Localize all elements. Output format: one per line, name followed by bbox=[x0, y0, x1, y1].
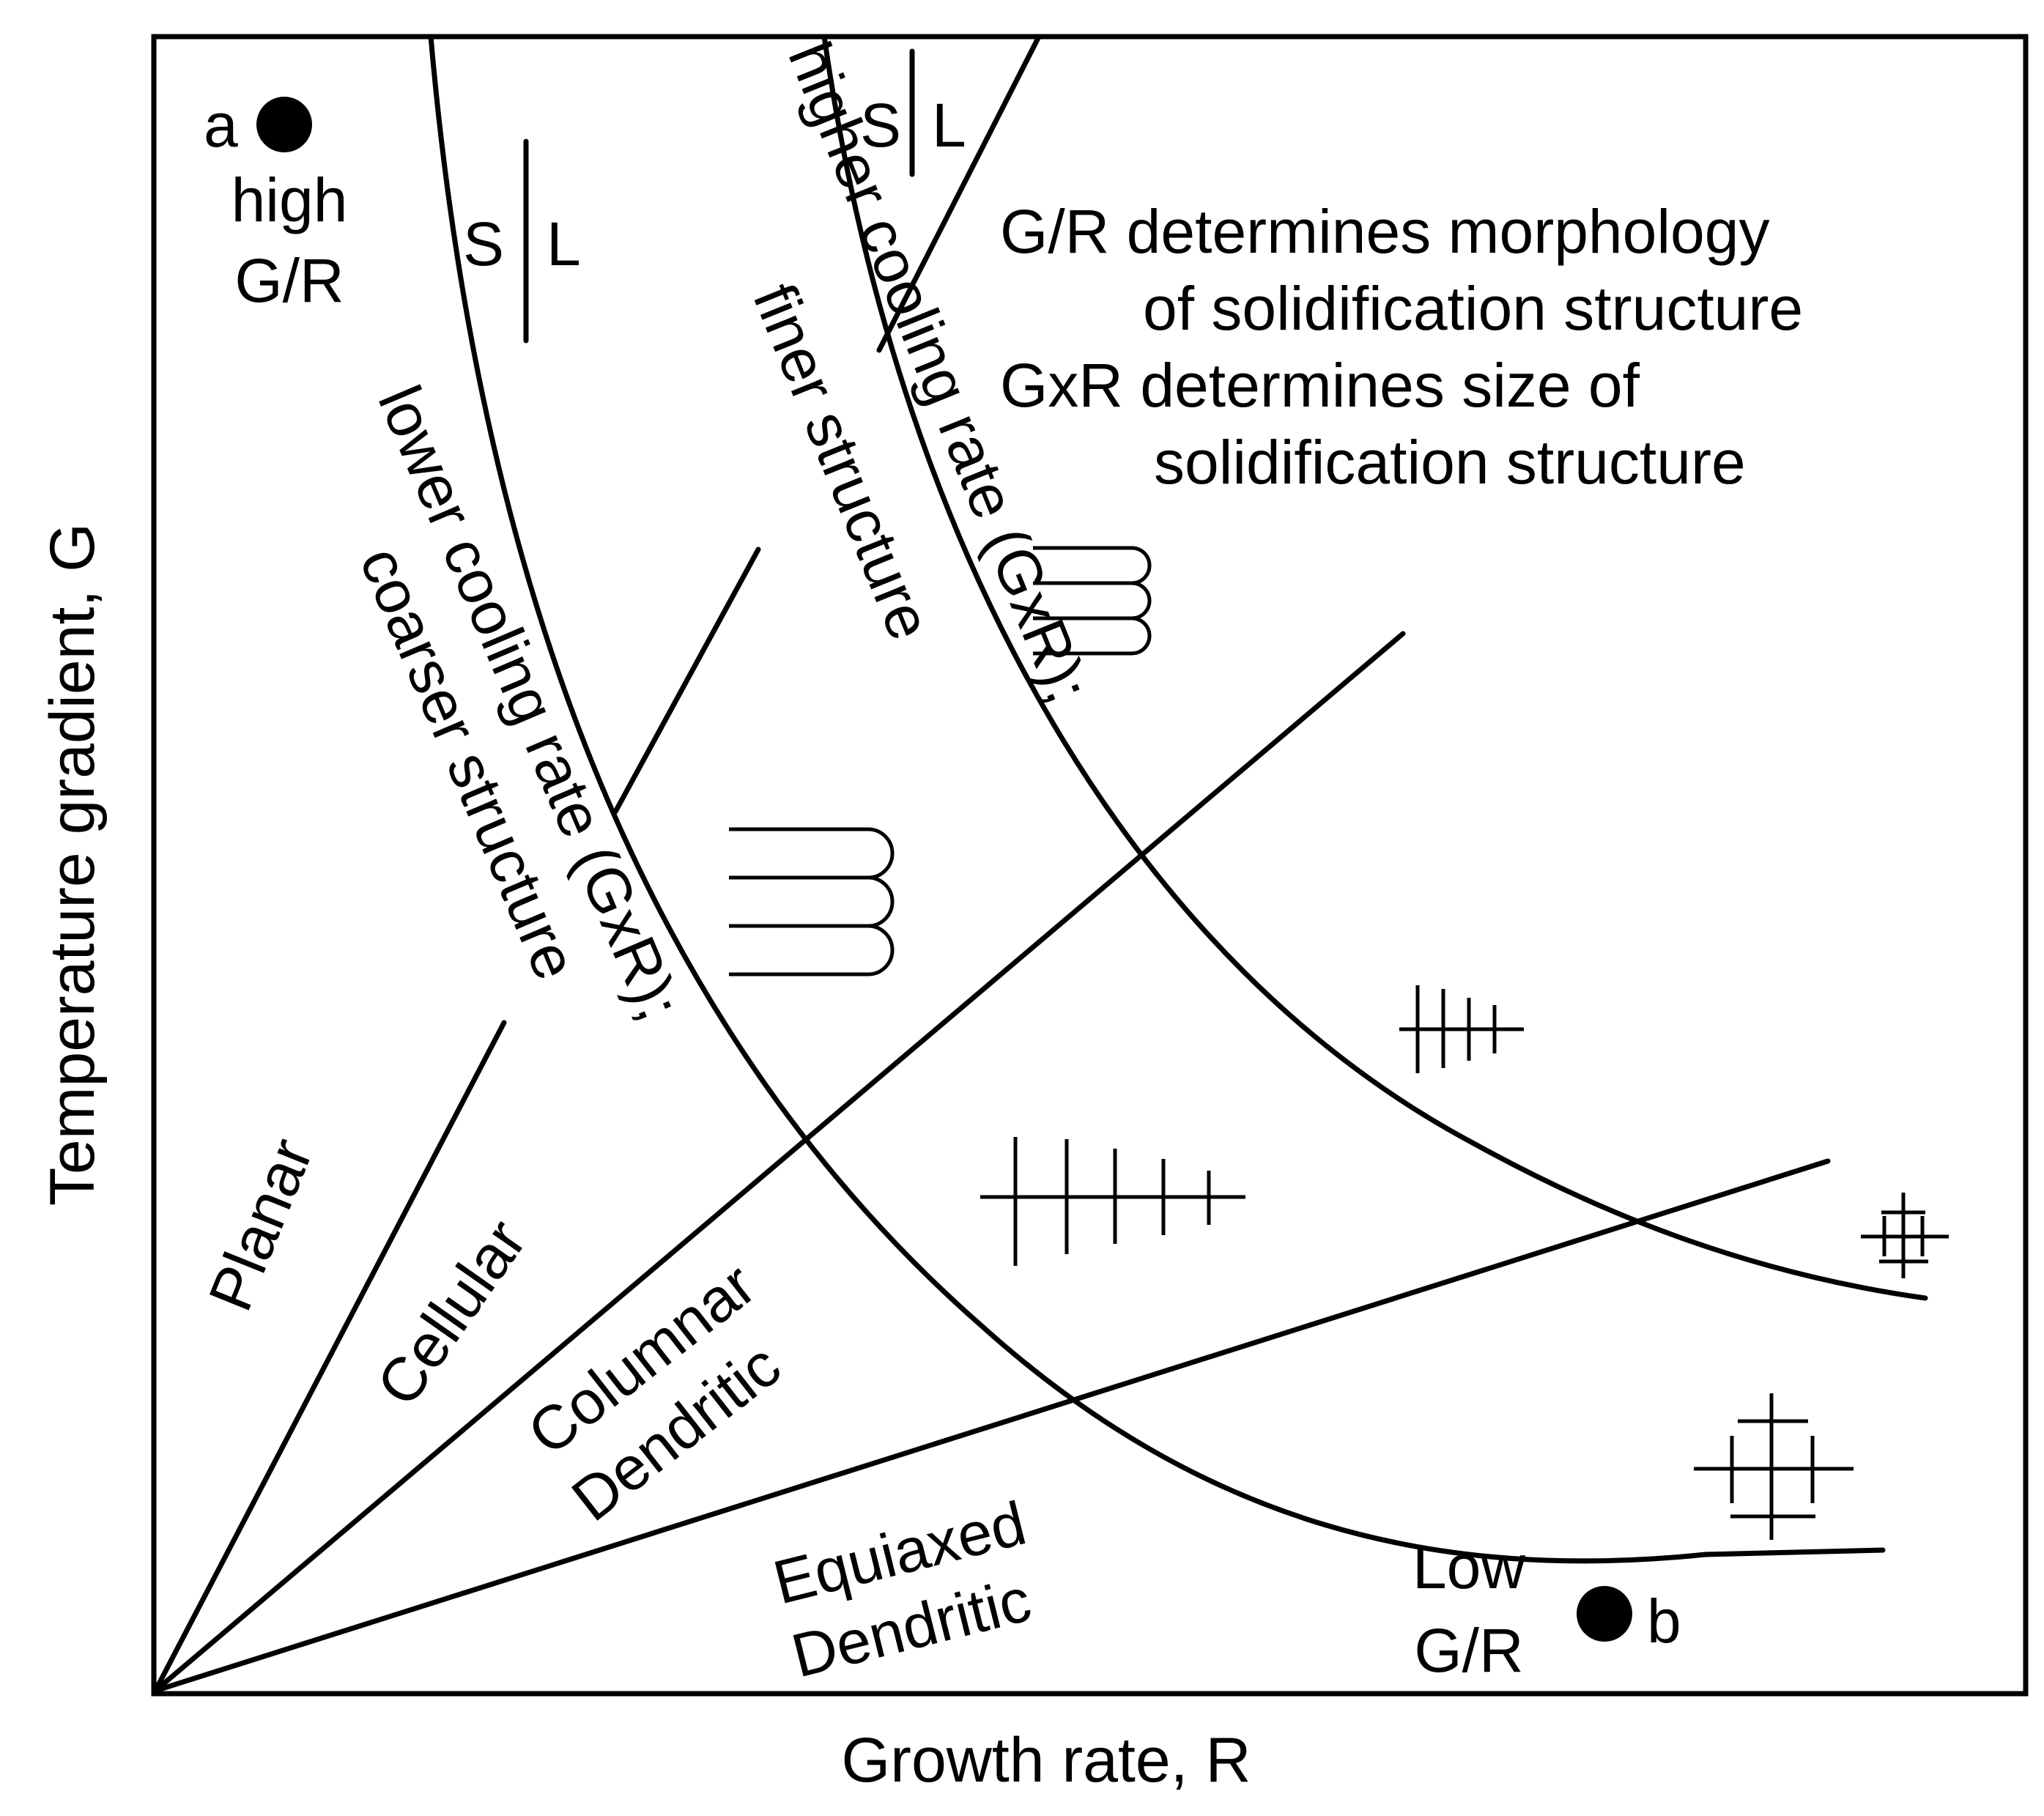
point-a-letter: a bbox=[204, 91, 238, 160]
lower-cooling-leader-line bbox=[612, 546, 761, 815]
point-a-label-line1: high bbox=[232, 166, 348, 234]
point-b-label-line1: Low bbox=[1412, 1533, 1525, 1601]
x-axis-label: Growth rate, R bbox=[841, 1725, 1251, 1795]
note-line2: of solidification structure bbox=[1143, 274, 1803, 343]
cellular-columnar-boundary bbox=[152, 631, 1406, 1694]
high-cooling-leader-line bbox=[876, 34, 1042, 353]
fine-equiaxed-dendrite-sketch bbox=[1861, 1193, 1949, 1278]
coarse-equiaxed-dendrite-sketch bbox=[1694, 1393, 1854, 1540]
liquid-label-left: L bbox=[547, 210, 581, 278]
solid-label-right: S bbox=[860, 91, 901, 160]
fine-cellular-structure-sketch bbox=[1033, 546, 1152, 656]
point-b-label-line2: G/R bbox=[1414, 1616, 1523, 1685]
point-a-marker bbox=[256, 97, 312, 152]
note-line4: solidification structure bbox=[1154, 428, 1746, 497]
fine-columnar-dendrite-sketch bbox=[1399, 985, 1524, 1073]
planar-cellular-boundary bbox=[152, 1020, 507, 1694]
y-axis-label: Temperature gradient, G bbox=[37, 523, 108, 1206]
point-b-marker bbox=[1577, 1586, 1632, 1642]
region-planar-label: Planar bbox=[196, 1129, 326, 1319]
low-cooling-rate-curve bbox=[428, 34, 1886, 1564]
coarse-columnar-dendrite-sketch bbox=[980, 1137, 1245, 1266]
liquid-label-right: L bbox=[932, 91, 966, 160]
note-line3: GxR determines size of bbox=[1000, 351, 1640, 420]
columnar-equiaxed-boundary bbox=[152, 1158, 1831, 1694]
point-a-label-line2: G/R bbox=[234, 246, 344, 315]
coarse-cellular-structure-sketch bbox=[729, 827, 895, 976]
high-cooling-rate-curve bbox=[821, 34, 1928, 1301]
note-line1: G/R determines morphology bbox=[1000, 197, 1769, 266]
point-b-letter: b bbox=[1647, 1587, 1681, 1656]
solid-label-left: S bbox=[463, 210, 504, 278]
plot-frame bbox=[151, 34, 2029, 1697]
